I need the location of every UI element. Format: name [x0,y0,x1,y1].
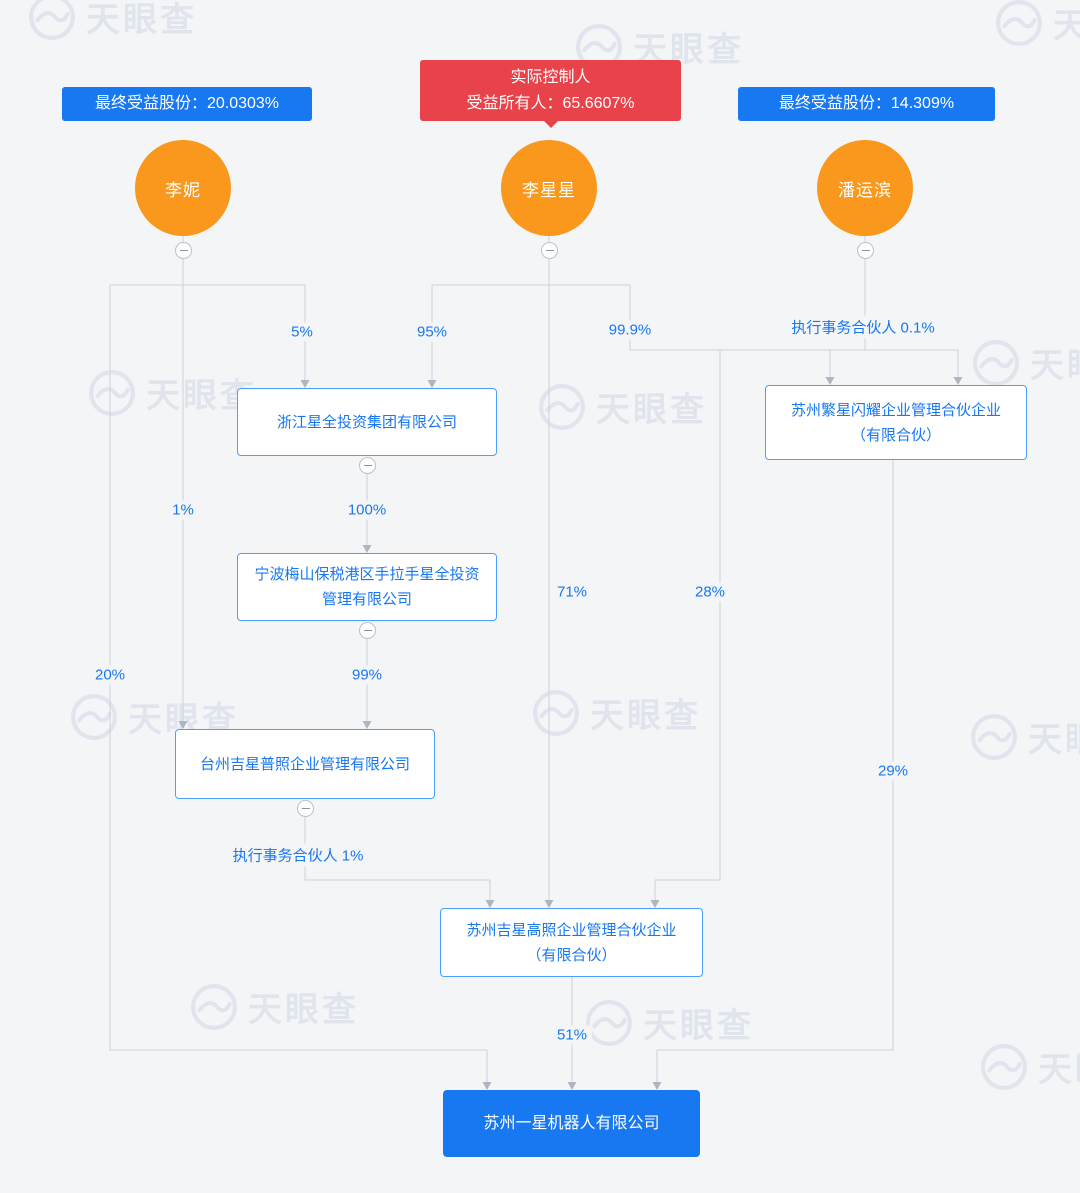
edge-label-lini-to-target: 20% [89,665,131,685]
collapse-toggle-lixingxing[interactable] [541,242,558,259]
company-name: 浙江星全投资集团有限公司 [276,413,457,431]
company-node-ningbo-meishan[interactable]: 宁波梅山保税港区手拉手星全投资管理有限公司 [237,553,497,621]
person-name: 李星星 [522,180,576,200]
edge-label-lixingxing-to-suzhoujixing: 71% [551,582,593,602]
ubo-share-text: 最终受益股份：14.309% [778,95,955,112]
company-node-zhejiang-xingquan[interactable]: 浙江星全投资集团有限公司 [237,388,497,456]
collapse-toggle-ningbo[interactable] [359,622,376,639]
edge-label-taizhou-to-suzhoujixing: 执行事务合伙人 1% [227,843,369,867]
ubo-share-badge-lini: 最终受益股份：20.0303% [62,87,312,121]
actual-controller-line2: 受益所有人：65.6607% [466,94,635,112]
minus-icon [861,250,870,251]
company-node-suzhou-jixing[interactable]: 苏州吉星高照企业管理合伙企业（有限合伙） [440,908,703,977]
collapse-toggle-zhejiang[interactable] [359,457,376,474]
collapse-toggle-panyunbin[interactable] [857,242,874,259]
minus-icon [301,808,310,809]
edge-label-panyunbin-to-fanxing: 执行事务合伙人 0.1% [786,315,940,339]
person-name: 潘运滨 [838,180,892,200]
minus-icon [545,250,554,251]
edge-label-lini-to-zhejiang: 5% [286,322,318,342]
edge-label-suzhoujixing-to-target: 51% [551,1025,593,1045]
minus-icon [363,465,372,466]
edge-label-zhejiang-to-ningbo: 100% [342,500,392,520]
edge-label-lixingxing-to-fanxing: 99.9% [603,320,657,340]
company-name: 台州吉星普照企业管理有限公司 [199,755,410,773]
company-name: 宁波梅山保税港区手拉手星全投资管理有限公司 [254,566,480,608]
edge-label-lini-to-taizhou: 1% [167,500,199,520]
collapse-toggle-taizhou[interactable] [297,800,314,817]
company-node-suzhou-yixing-target[interactable]: 苏州一星机器人有限公司 [443,1090,700,1157]
company-node-suzhou-fanxing[interactable]: 苏州繁星闪耀企业管理合伙企业（有限合伙） [765,385,1027,460]
company-name: 苏州吉星高照企业管理合伙企业（有限合伙） [466,921,677,964]
actual-controller-badge: 实际控制人 受益所有人：65.6607% [420,60,681,128]
collapse-toggle-lini[interactable] [175,242,192,259]
company-name: 苏州一星机器人有限公司 [483,1115,660,1132]
minus-icon [363,630,372,631]
actual-controller-line1: 实际控制人 [510,68,591,86]
person-node-lixingxing[interactable]: 李星星 [501,140,597,236]
minus-icon [179,250,188,251]
edge-label-lixingxing-to-zhejiang: 95% [411,322,453,342]
person-node-lini[interactable]: 李妮 [135,140,231,236]
edge-label-fanxing-to-target: 29% [872,761,914,781]
company-name: 苏州繁星闪耀企业管理合伙企业（有限合伙） [790,401,1001,444]
edge-label-ningbo-to-taizhou: 99% [346,665,388,685]
ubo-share-badge-panyunbin: 最终受益股份：14.309% [738,87,995,121]
person-name: 李妮 [165,180,201,200]
edge-label-panyunbin-to-suzhoujixing: 28% [689,582,731,602]
person-node-panyunbin[interactable]: 潘运滨 [817,140,913,236]
ubo-share-text: 最终受益股份：20.0303% [94,95,280,112]
company-node-taizhou-jixing[interactable]: 台州吉星普照企业管理有限公司 [175,729,435,799]
